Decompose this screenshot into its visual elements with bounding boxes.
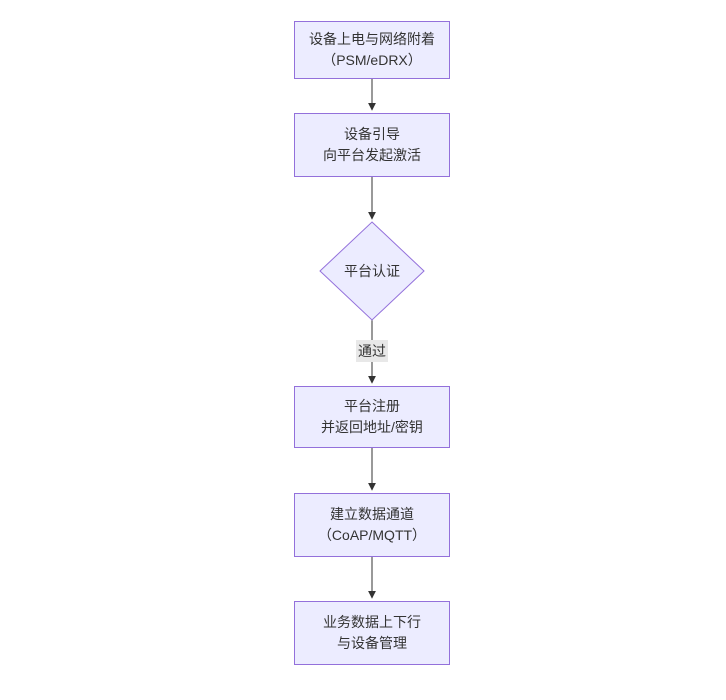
node-text-line: 平台认证 (344, 262, 400, 279)
node-text-line: 向平台发起激活 (323, 147, 421, 163)
flow-node-platform-register: 平台注册 并返回地址/密钥 (294, 386, 450, 448)
node-text-line: 与设备管理 (337, 635, 407, 651)
node-text-line: 设备上电与网络附着 (309, 31, 435, 47)
decision-diamond-shape (319, 221, 425, 321)
node-text-line: （CoAP/MQTT） (317, 527, 427, 543)
node-text-line: 建立数据通道 (330, 506, 414, 522)
flow-node-platform-auth: 平台认证 (320, 222, 424, 320)
node-text-line: （PSM/eDRX） (322, 52, 422, 68)
node-text-line: 并返回地址/密钥 (321, 419, 423, 435)
node-text-line: 平台注册 (344, 398, 400, 414)
flow-node-power-on-attach: 设备上电与网络附着 （PSM/eDRX） (294, 21, 450, 79)
flow-node-data-channel: 建立数据通道 （CoAP/MQTT） (294, 493, 450, 557)
flow-node-business-data: 业务数据上下行 与设备管理 (294, 601, 450, 665)
flow-node-device-bootstrap: 设备引导 向平台发起激活 (294, 113, 450, 177)
node-text-line: 设备引导 (344, 126, 400, 142)
node-text-line: 业务数据上下行 (323, 614, 421, 630)
edge-label-pass: 通过 (356, 340, 388, 362)
